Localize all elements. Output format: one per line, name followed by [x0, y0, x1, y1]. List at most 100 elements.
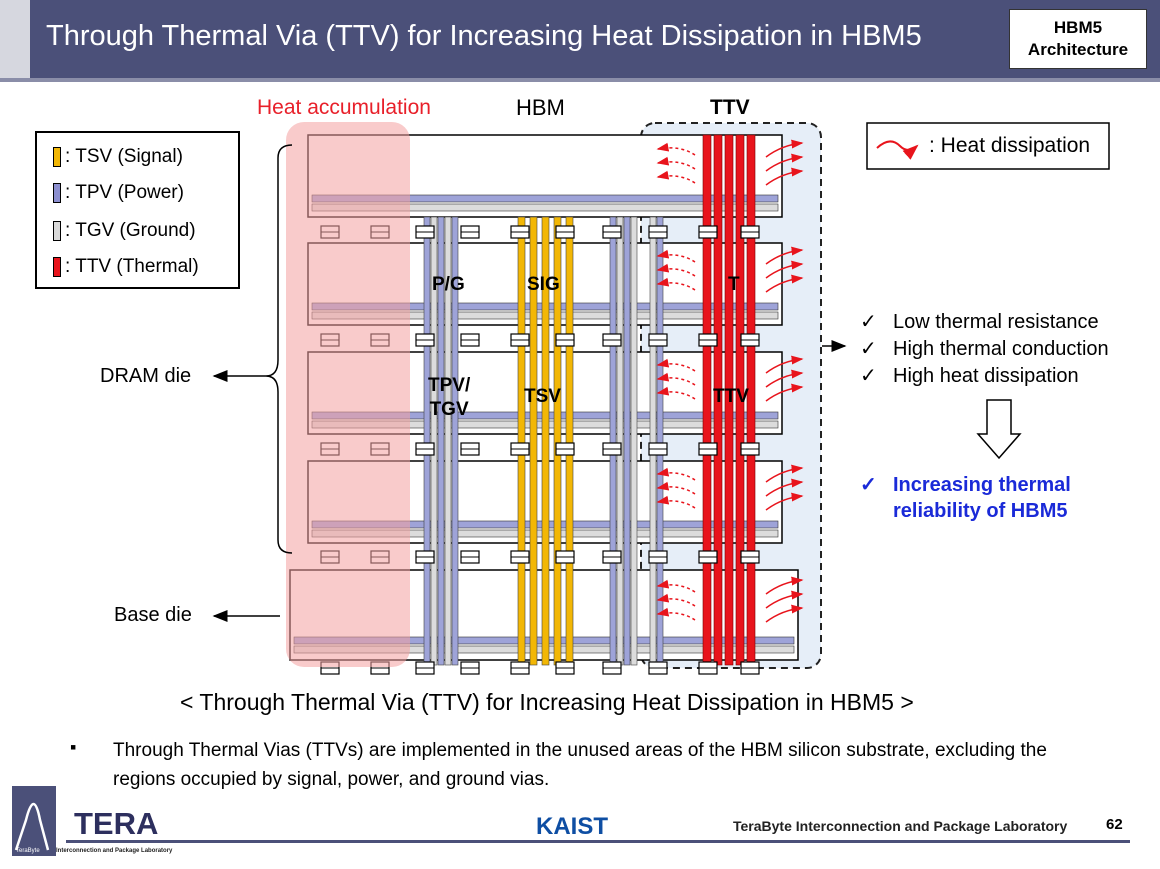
- outward-heat-arrow: [765, 576, 804, 595]
- tsv-column: [529, 216, 538, 666]
- outward-heat-arrow: [765, 369, 804, 388]
- outward-heat-arrow: [765, 383, 804, 402]
- outward-heat-arrow: [765, 604, 804, 623]
- ttv-swatch: [53, 257, 61, 277]
- inward-heat-arrow: [656, 467, 696, 481]
- t-label: T: [728, 274, 740, 295]
- heat-dissipation-label: : Heat dissipation: [929, 134, 1091, 157]
- lab-name: TeraByte Interconnection and Package Lab…: [733, 818, 1068, 834]
- tgv-column: [616, 216, 624, 666]
- outward-heat-arrow: [765, 274, 804, 293]
- legend-label: : TTV (Thermal): [65, 256, 199, 277]
- svg-text:TeraByte: TeraByte: [16, 848, 40, 854]
- bullet-text: Through Thermal Vias (TTVs) are implemen…: [113, 740, 1047, 790]
- tpv-tgv-label: TPV/ TGV: [428, 375, 471, 420]
- ttv-top-label: TTV: [710, 96, 750, 119]
- legend-label: : TGV (Ground): [65, 220, 196, 241]
- bullet-icon: ▪: [70, 737, 77, 757]
- ttv-column: [724, 134, 734, 666]
- outward-heat-arrow: [765, 478, 804, 497]
- outward-heat-arrow: [765, 260, 804, 279]
- inward-heat-arrow: [656, 579, 696, 593]
- benefit-list: ✓Low thermal resistance ✓High thermal co…: [860, 309, 1109, 390]
- ttv-mid-label: TTV: [713, 386, 749, 407]
- tpv-column: [623, 216, 631, 666]
- tsv-column: [541, 216, 550, 666]
- section-badge: HBM5 Architecture: [1009, 9, 1147, 69]
- svg-text:KAIST: KAIST: [536, 813, 608, 840]
- inward-heat-arrow: [656, 156, 696, 170]
- tgv-swatch: [53, 221, 61, 241]
- outward-heat-arrow: [765, 590, 804, 609]
- header-divider: [0, 78, 1160, 82]
- tgv-column: [630, 216, 638, 666]
- tpv-column: [437, 216, 445, 666]
- tsv-label: TSV: [524, 386, 561, 407]
- inward-heat-arrow: [656, 593, 696, 607]
- badge-line-2: Architecture: [1027, 40, 1129, 59]
- tgv-column: [444, 216, 452, 666]
- benefit-item: ✓High heat dissipation: [860, 363, 1109, 390]
- check-icon: ✓: [860, 365, 877, 387]
- hbm-label: HBM: [516, 95, 565, 120]
- tsv-column: [565, 216, 574, 666]
- inward-heat-arrow: [656, 263, 696, 277]
- outward-heat-arrow: [765, 355, 804, 374]
- legend-label: : TSV (Signal): [65, 146, 183, 167]
- tpv-column: [451, 216, 459, 666]
- badge-line-1: HBM5: [1053, 18, 1103, 37]
- tsv-swatch: [53, 147, 61, 167]
- inward-heat-arrow: [656, 481, 696, 495]
- tpv-swatch: [53, 183, 61, 203]
- figure-caption: < Through Thermal Via (TTV) for Increasi…: [180, 689, 914, 715]
- base-die-label: Base die: [114, 604, 192, 626]
- kaist-logo: KAIST: [536, 813, 608, 840]
- via-legend: : TSV (Signal) : TPV (Power) : TGV (Grou…: [35, 131, 240, 289]
- ttv-column: [735, 134, 745, 666]
- tsv-column: [517, 216, 526, 666]
- legend-label: : TPV (Power): [65, 182, 184, 203]
- outward-heat-arrow: [765, 246, 804, 265]
- outward-heat-arrow: [765, 139, 804, 158]
- inward-heat-arrow: [656, 249, 696, 263]
- svg-text:TERA: TERA: [74, 806, 158, 841]
- inward-heat-arrow: [656, 372, 696, 386]
- benefit-item: ✓High thermal conduction: [860, 336, 1109, 363]
- inward-heat-arrow: [656, 358, 696, 372]
- sig-label: SIG: [527, 274, 560, 295]
- check-icon: ✓: [860, 474, 877, 496]
- heat-accumulation-zone: [286, 122, 410, 667]
- via-columns: [423, 134, 756, 666]
- inward-heat-arrow: [656, 277, 696, 291]
- check-icon: ✓: [860, 338, 877, 360]
- ttv-column: [713, 134, 723, 666]
- dram-die-label: DRAM die: [100, 365, 192, 387]
- down-arrow-icon: [976, 399, 1022, 460]
- header-accent: [0, 0, 30, 78]
- page-title: Through Thermal Via (TTV) for Increasing…: [46, 20, 922, 52]
- footer-divider: [66, 840, 1130, 843]
- heat-accumulation-label: Heat accumulation: [257, 96, 431, 119]
- ttv-column: [702, 134, 712, 666]
- outward-heat-arrow: [765, 153, 804, 172]
- inward-heat-arrow: [656, 607, 696, 621]
- heat-arrows: [656, 139, 804, 623]
- tera-logo: TERA TeraByte Interconnection and Packag…: [12, 786, 173, 856]
- conclusion: ✓ Increasing thermal reliability of HBM5: [860, 474, 1071, 522]
- tpv-column: [609, 216, 617, 666]
- inward-heat-arrow: [656, 142, 696, 156]
- legend-item-ttv: : TTV (Thermal): [53, 255, 199, 279]
- tgv-column: [649, 216, 657, 666]
- outward-heat-arrow: [765, 464, 804, 483]
- page-number: 62: [1106, 816, 1123, 833]
- legend-item-tgv: : TGV (Ground): [53, 219, 196, 243]
- heat-dissipation-arrow-icon: [876, 140, 919, 160]
- outward-heat-arrow: [765, 492, 804, 511]
- legend-item-tpv: : TPV (Power): [53, 181, 184, 205]
- inward-heat-arrow: [656, 170, 696, 184]
- svg-text:Interconnection and Package La: Interconnection and Package Laboratory: [56, 848, 173, 854]
- outward-heat-arrow: [765, 167, 804, 186]
- legend-item-tsv: : TSV (Signal): [53, 145, 183, 169]
- tpv-column: [423, 216, 431, 666]
